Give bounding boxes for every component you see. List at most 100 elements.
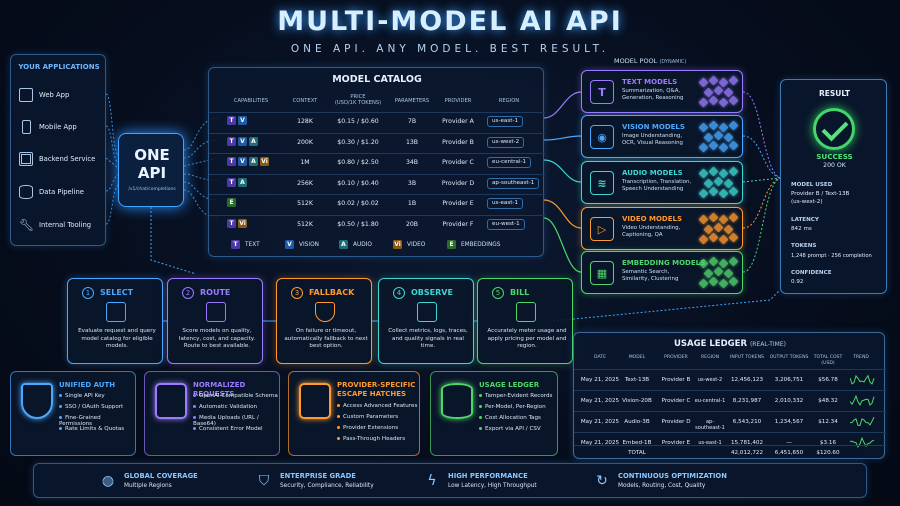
- play-icon: ▷: [590, 217, 614, 241]
- bolt-icon: ϟ: [427, 473, 437, 489]
- capability-badge: T: [227, 177, 236, 187]
- ledger-cell-region: ap-southeast-1: [695, 419, 725, 431]
- catalog-cell-context: 256K: [297, 179, 313, 187]
- cube: [718, 77, 729, 88]
- ledger-cell-model: Text-13B: [624, 377, 650, 383]
- catalog-cell-provider: Provider A: [442, 118, 474, 125]
- step-number: 5: [492, 287, 504, 299]
- step-desc: Collect metrics, logs, traces, and quali…: [388, 328, 468, 349]
- feature-item: Tamper-Evident Records: [479, 393, 552, 399]
- grid-icon: ▦: [590, 261, 614, 285]
- catalog-cell-price: $0.30 / $1.20: [337, 138, 379, 146]
- confidence-label: CONFIDENCE: [791, 270, 832, 276]
- legend-badge: Vi: [393, 240, 402, 249]
- app-label: Web App: [39, 91, 70, 99]
- cube: [728, 186, 739, 197]
- ledger-cell-input: 12,456,123: [730, 377, 764, 383]
- ledger-cell-date: May 21, 2025: [580, 419, 620, 425]
- feature-title: UNIFIED AUTH: [59, 381, 116, 389]
- feature-title: USAGE LEDGER: [479, 381, 540, 389]
- ledger-cell-cost: $3.16: [819, 440, 836, 446]
- ledger-cell-provider: Provider D: [661, 419, 691, 425]
- model-used-label: MODEL USED: [791, 182, 833, 188]
- latency-label: LATENCY: [791, 217, 819, 223]
- step-desc: Score models on quality, latency, cost, …: [178, 328, 256, 349]
- catalog-cell-context: 1M: [300, 159, 310, 166]
- cube: [713, 130, 724, 141]
- ledger-col-header: INPUT TOKENS: [730, 355, 764, 360]
- app-mobile[interactable]: Mobile App: [19, 117, 103, 137]
- ledger-cell-date: May 21, 2025: [580, 398, 620, 404]
- ledger-cell-input: 15,781,402: [730, 440, 764, 446]
- ledger-cell-output: 1,234,567: [774, 419, 804, 425]
- app-backend[interactable]: Backend Service: [19, 149, 103, 169]
- cube: [698, 122, 709, 133]
- trend-sparkline: [850, 416, 875, 426]
- catalog-cell-price: $0.02 / $0.02: [337, 200, 379, 207]
- catalog-cell-params: 7B: [407, 118, 417, 125]
- ledger-cell-region: us-east-1: [698, 440, 722, 446]
- gateway-line2: API: [137, 164, 167, 182]
- app-tooling[interactable]: 🔧︎Internal Tooling: [19, 215, 103, 235]
- ledger-total-label: TOTAL: [628, 450, 646, 456]
- col-header: PARAMETERS: [394, 98, 430, 104]
- catalog-cell-context: 128K: [297, 118, 313, 125]
- footer-title: ENTERPRISE GRADE: [280, 472, 356, 480]
- shield-icon: [315, 302, 335, 322]
- app-web[interactable]: Web App: [19, 85, 103, 105]
- applications-panel: YOUR APPLICATIONS Web App Mobile App Bac…: [10, 54, 106, 246]
- col-header: PRICE(USD/1K TOKENS): [329, 94, 387, 106]
- legend-badge: E: [447, 240, 456, 249]
- cube: [708, 212, 719, 223]
- cube: [708, 256, 719, 267]
- col-header: CAPABILITIES: [233, 98, 269, 104]
- region-tag: us-east-1: [487, 116, 524, 127]
- page-title: MULTI-MODEL AI API: [277, 6, 623, 37]
- step-number: 2: [182, 287, 194, 299]
- gateway-line1: ONE: [134, 146, 170, 164]
- pool-title: MODEL POOL: [614, 57, 658, 65]
- catalog-cell-params: 1B: [407, 200, 417, 207]
- capability-badge: T: [227, 218, 236, 228]
- app-label: Backend Service: [39, 155, 96, 163]
- feature-item: Automatic Validation: [193, 404, 257, 410]
- app-pipeline[interactable]: Data Pipeline: [19, 182, 103, 202]
- region-tag: eu-central-1: [487, 157, 532, 168]
- model-name: EMBEDDING MODELS: [622, 259, 706, 267]
- app-label: Internal Tooling: [39, 221, 92, 229]
- ledger-total-input: 42,012,722: [730, 450, 764, 456]
- model-cubes-icon: [698, 256, 740, 290]
- cube: [698, 214, 709, 225]
- ledger-total-cost: $120.60: [816, 450, 840, 456]
- feature-item: Pass-Through Headers: [337, 436, 405, 442]
